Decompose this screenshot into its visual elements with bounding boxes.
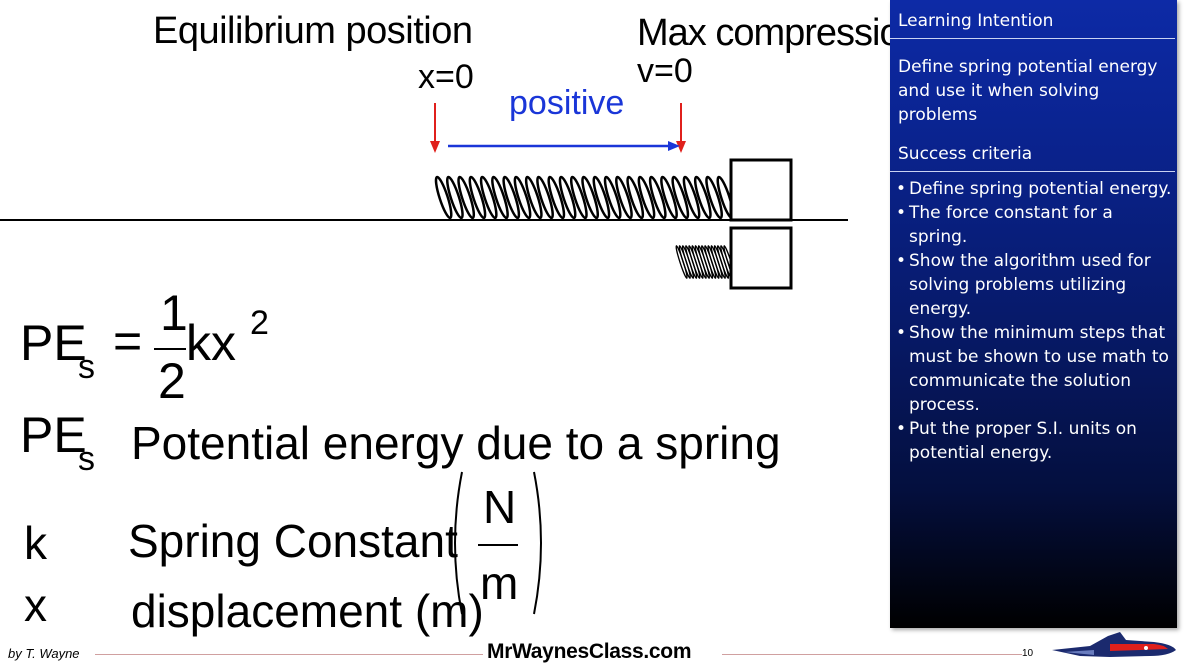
definition-pe-text: Potential energy due to a spring (131, 417, 781, 469)
spring-coil (603, 175, 622, 220)
spring-coil (457, 175, 476, 220)
learning-intention-heading: Learning Intention (898, 11, 1054, 31)
success-criteria-divider (890, 171, 1175, 172)
footer-line-right (722, 654, 1022, 655)
success-criteria-heading: Success criteria (898, 144, 1033, 164)
bullet-icon: • (896, 419, 907, 439)
definition-x-text: displacement (m) (131, 585, 484, 637)
criteria-item-text: Show the algorithm used for solving prob… (909, 251, 1151, 319)
spring-coil (626, 175, 645, 220)
spring-coil (592, 175, 611, 220)
equilibrium-marker-arrow (430, 103, 440, 153)
bullet-icon: • (896, 251, 907, 271)
criteria-item: •Put the proper S.I. units on potential … (896, 417, 1176, 465)
max-compression-marker-arrow (676, 103, 686, 153)
learning-intention-text: Define spring potential energy and use i… (898, 57, 1158, 125)
spring-coil (705, 175, 724, 220)
equilibrium-title: Equilibrium position (153, 10, 473, 52)
mass-block-upper (729, 158, 793, 222)
criteria-item-text: Show the minimum steps that must be show… (909, 323, 1169, 415)
formula-lhs-subscript: s (78, 348, 95, 386)
mass-block-lower (729, 226, 793, 290)
footer-line-left (95, 654, 483, 655)
criteria-item-text: Put the proper S.I. units on potential e… (909, 419, 1137, 463)
site-name: MrWaynesClass.com (487, 640, 692, 663)
formula-lhs: PE (20, 315, 87, 371)
positive-direction-arrow (448, 141, 680, 151)
learning-intention-divider (890, 38, 1175, 39)
spring-coil (502, 175, 521, 220)
formula-exponent: 2 (250, 304, 269, 342)
criteria-item-text: Define spring potential energy. (909, 179, 1172, 199)
criteria-item: •Show the minimum steps that must be sho… (896, 321, 1176, 417)
formula-rhs: kx (186, 315, 236, 371)
spring-coil (547, 175, 566, 220)
spring-coil (648, 175, 667, 220)
bullet-icon: • (896, 323, 907, 343)
criteria-item: •The force constant for a spring. (896, 201, 1176, 249)
formula-fraction-bar (154, 348, 186, 350)
spring-coil (682, 175, 701, 220)
spring-coil (558, 175, 577, 220)
spring-compressed (434, 175, 735, 220)
author-credit: by T. Wayne (8, 646, 80, 661)
spring-coil (445, 175, 464, 220)
unit-denominator: m (480, 557, 519, 609)
criteria-item-text: The force constant for a spring. (909, 203, 1113, 247)
definition-pe-symbol: PE (20, 407, 87, 463)
rocket-logo-icon (1052, 632, 1176, 657)
direction-label: positive (509, 84, 625, 122)
spring-pe-formula: PE s = 1 2 kx 2 (20, 285, 320, 415)
formula-equals: = (113, 313, 143, 369)
spring-constant-unit: N m (448, 468, 548, 618)
bullet-icon: • (896, 179, 907, 199)
success-criteria-list: •Define spring potential energy. •The fo… (896, 177, 1176, 465)
spring-coil (693, 175, 712, 220)
spring-coil (536, 175, 554, 220)
formula-denominator: 2 (158, 353, 186, 409)
max-compression-title: Max compression (637, 12, 921, 54)
learning-panel: Learning Intention Define spring potenti… (890, 0, 1177, 628)
definition-k-text: Spring Constant (128, 515, 458, 567)
criteria-item: •Show the algorithm used for solving pro… (896, 249, 1176, 321)
spring-coil (581, 175, 600, 220)
spring-coil (479, 175, 498, 220)
criteria-item: •Define spring potential energy. (896, 177, 1176, 201)
formula-numerator: 1 (160, 285, 188, 341)
spring-coil (524, 175, 543, 220)
spring-coil (637, 175, 656, 220)
spring-coil (491, 175, 509, 220)
bullet-icon: • (896, 203, 907, 223)
definition-k-symbol: k (24, 517, 47, 569)
unit-parentheses (454, 471, 542, 615)
definition-pe-subscript: s (78, 440, 95, 478)
spring-coil (468, 175, 487, 220)
definition-x-symbol: x (24, 579, 47, 631)
spring-fully-compressed (675, 245, 736, 279)
x-zero-label: x=0 (418, 58, 474, 96)
page-number: 10 (1022, 648, 1034, 659)
spring-coil (434, 175, 453, 220)
spring-coil (671, 175, 690, 220)
unit-numerator: N (483, 481, 517, 533)
v-zero-label: v=0 (637, 52, 693, 90)
spring-coil (513, 175, 532, 220)
spring-coil (660, 175, 678, 220)
spring-coil (615, 175, 633, 220)
spring-diagram (0, 103, 848, 290)
spring-coil (569, 175, 588, 220)
